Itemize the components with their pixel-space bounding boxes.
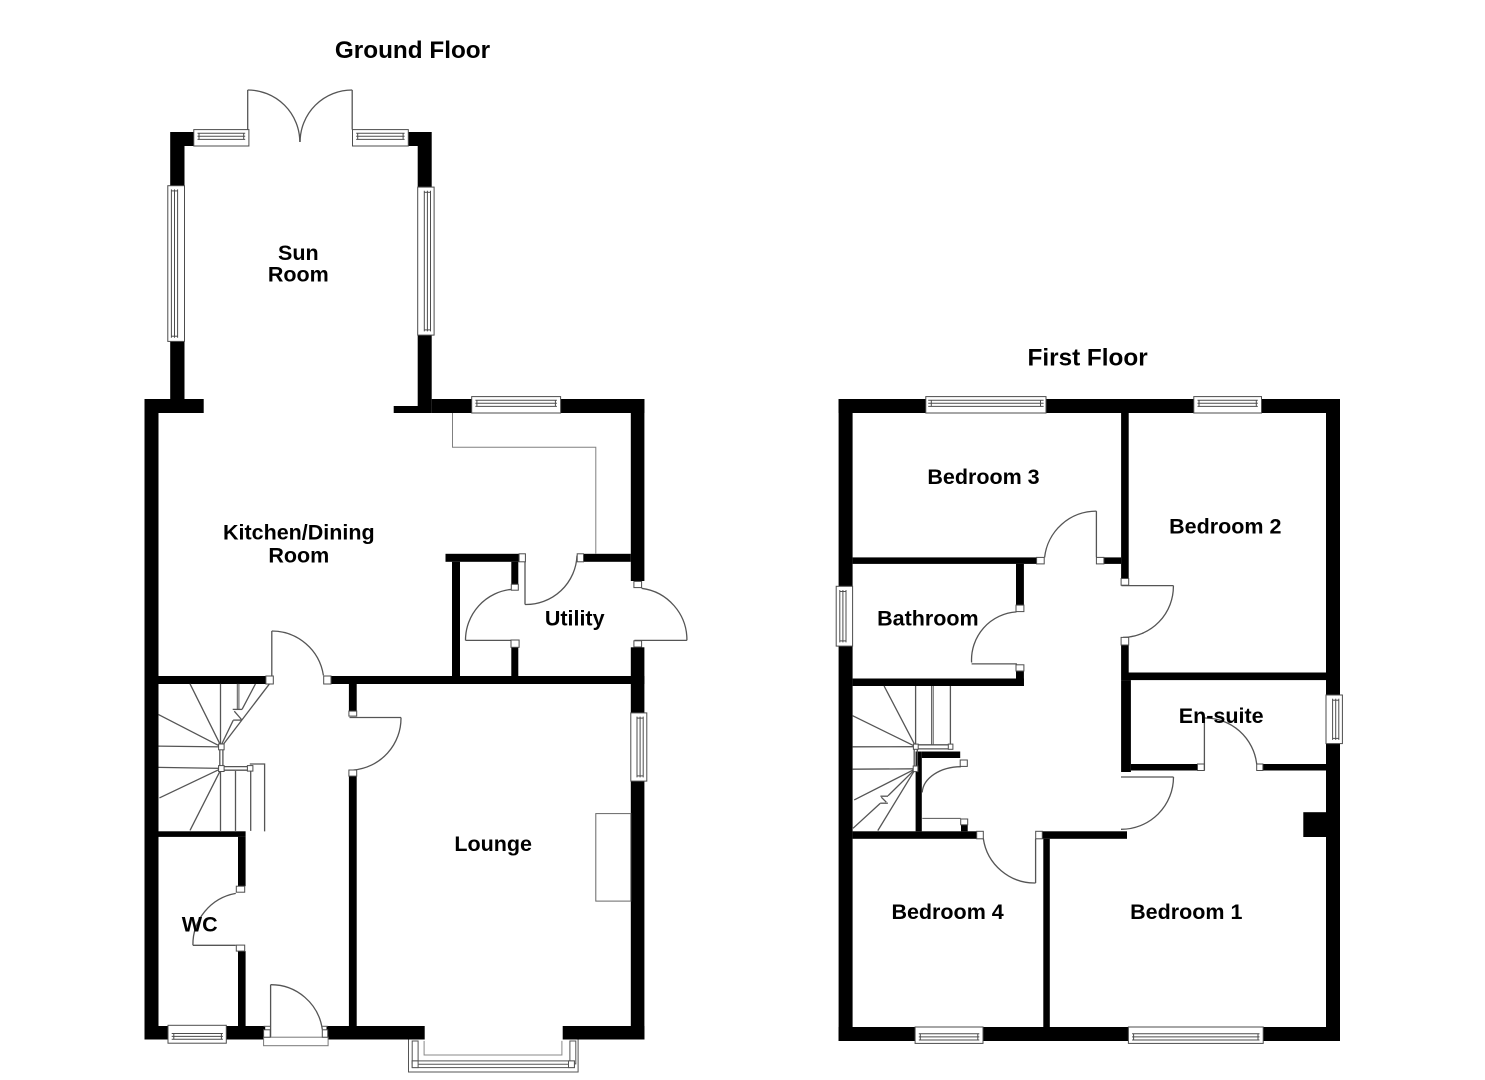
svg-text:Kitchen/Dining: Kitchen/Dining: [223, 521, 375, 545]
svg-text:First Floor: First Floor: [1028, 344, 1149, 371]
svg-text:Room: Room: [268, 544, 329, 568]
svg-text:Ground Floor: Ground Floor: [335, 37, 491, 64]
svg-text:Bedroom 1: Bedroom 1: [1130, 900, 1242, 924]
svg-text:En-suite: En-suite: [1179, 704, 1264, 728]
svg-text:Bathroom: Bathroom: [877, 606, 979, 630]
svg-text:Bedroom 4: Bedroom 4: [891, 900, 1003, 924]
svg-text:Room: Room: [268, 263, 329, 287]
svg-text:Utility: Utility: [545, 606, 605, 630]
svg-text:Bedroom 2: Bedroom 2: [1169, 515, 1281, 539]
svg-text:Bedroom 3: Bedroom 3: [927, 465, 1039, 489]
svg-text:Lounge: Lounge: [454, 832, 532, 856]
svg-text:Sun: Sun: [278, 241, 319, 265]
svg-text:WC: WC: [182, 913, 218, 937]
